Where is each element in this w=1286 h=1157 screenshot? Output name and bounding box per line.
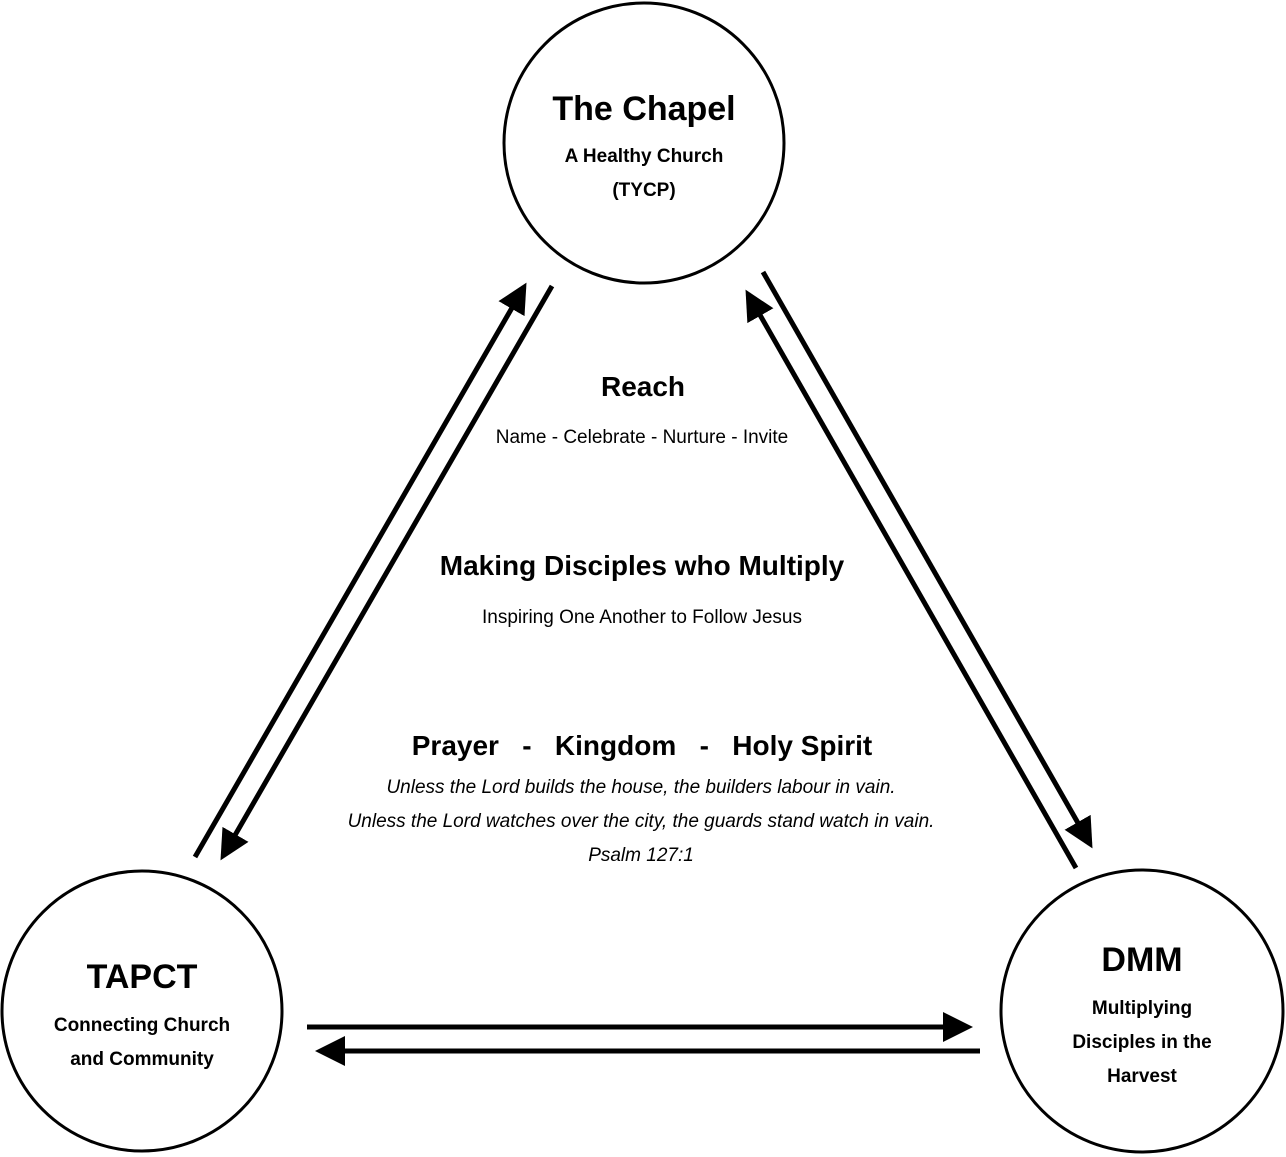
node-circle-dmm bbox=[999, 868, 1285, 1154]
node-subtitle-dmm-3: Harvest bbox=[1107, 1066, 1177, 1087]
node-subtitle-chapel-1: A Healthy Church bbox=[564, 146, 724, 167]
mission-subtitle: Inspiring One Another to Follow Jesus bbox=[481, 607, 803, 628]
verse-line-1: Unless the Lord builds the house, the bu… bbox=[386, 777, 896, 798]
node-title-chapel: The Chapel bbox=[552, 90, 736, 128]
arrow-tapct-to-chapel bbox=[192, 282, 527, 859]
node-title-dmm: DMM bbox=[1101, 941, 1183, 979]
node-subtitle-dmm-1: Multiplying bbox=[1091, 998, 1193, 1019]
arrow-dmm-to-chapel bbox=[745, 289, 1079, 870]
node-subtitle-tapct-1: Connecting Church bbox=[53, 1015, 231, 1036]
reach-subtitle: Name - Celebrate - Nurture - Invite bbox=[495, 427, 789, 448]
arrow-chapel-to-dmm bbox=[760, 270, 1093, 849]
node-circle-tapct bbox=[0, 869, 284, 1153]
reach-heading: Reach bbox=[600, 371, 686, 402]
node-subtitle-chapel-2: (TYCP) bbox=[612, 180, 676, 201]
foundations-heading: Prayer - Kingdom - Holy Spirit bbox=[411, 730, 873, 761]
arrow-chapel-to-tapct bbox=[220, 284, 555, 861]
node-subtitle-tapct-2: and Community bbox=[70, 1049, 214, 1070]
node-circle-chapel bbox=[502, 1, 786, 285]
node-title-tapct: TAPCT bbox=[86, 958, 198, 996]
verse-line-2: Unless the Lord watches over the city, t… bbox=[347, 811, 935, 832]
mission-heading: Making Disciples who Multiply bbox=[439, 550, 845, 581]
node-subtitle-dmm-2: Disciples in the bbox=[1072, 1032, 1212, 1053]
verse-reference: Psalm 127:1 bbox=[588, 845, 694, 866]
